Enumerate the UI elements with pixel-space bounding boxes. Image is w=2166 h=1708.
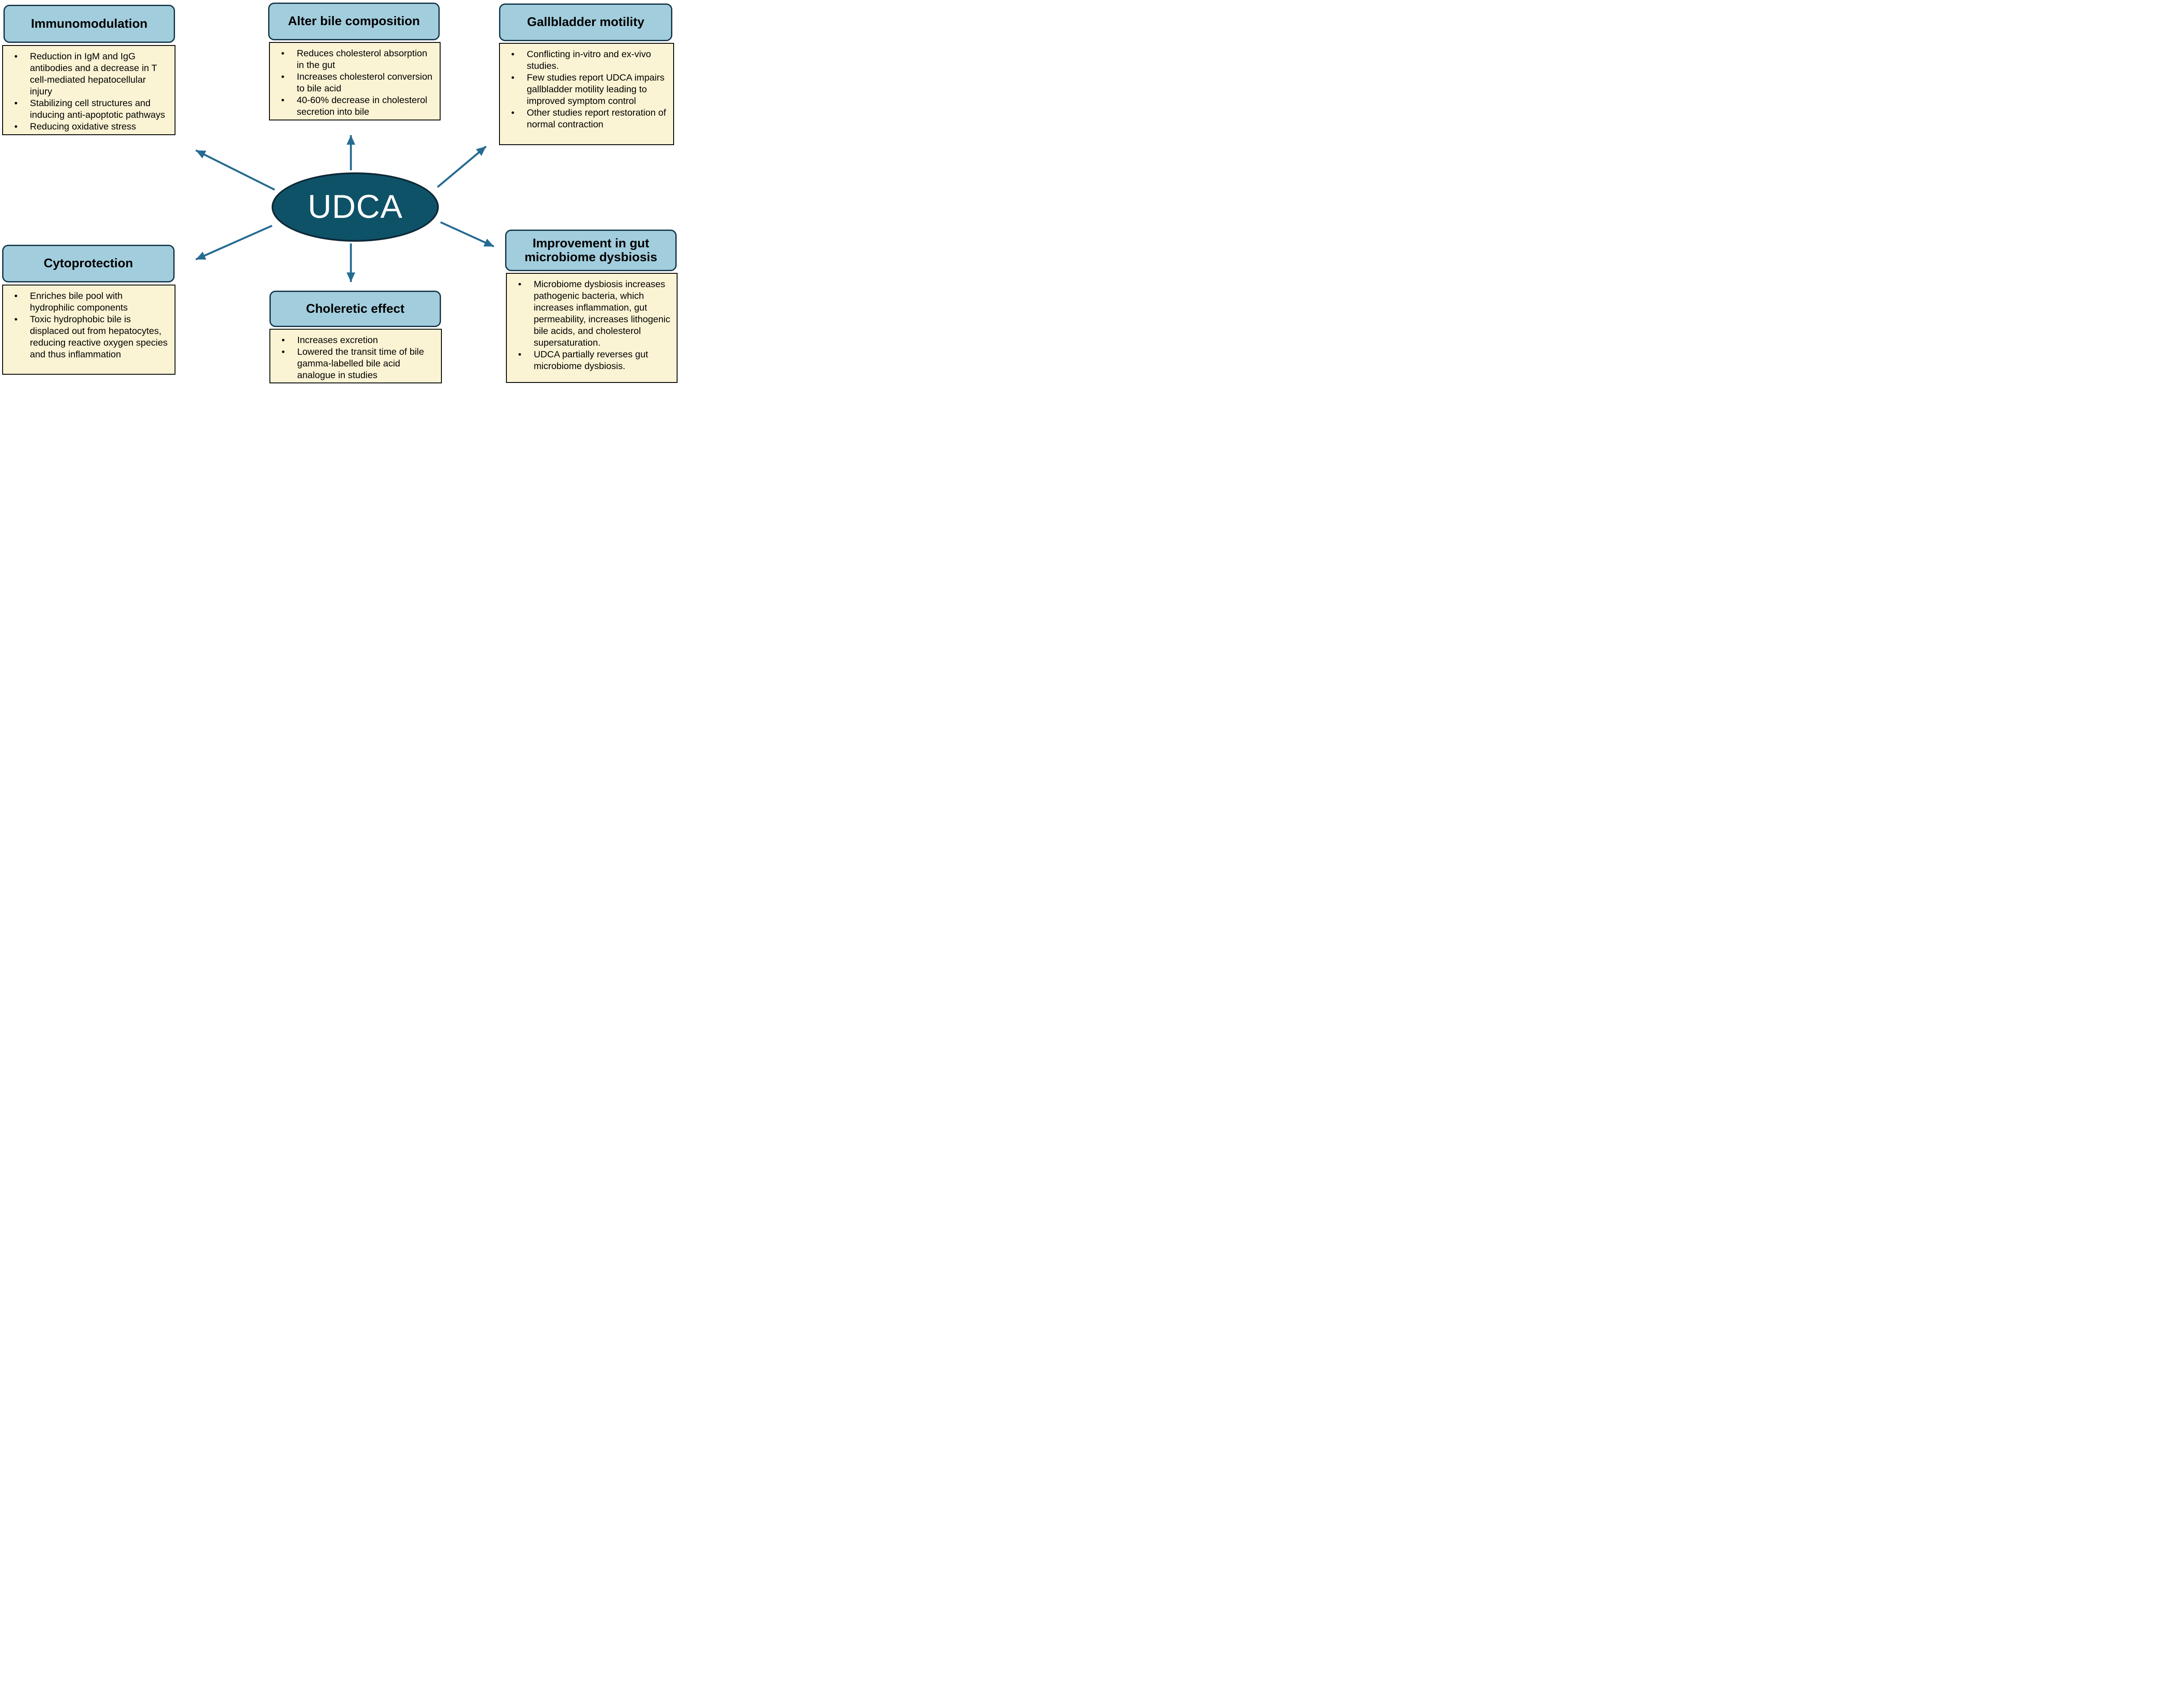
node-body-choleretic-effect: • Increases excretion • Lowered the tran… [269,329,442,383]
arrow-to-gut-microbiome-dysbiosis [440,221,494,248]
node-body-gallbladder-motility: • Conflicting in-vitro and ex-vivo studi… [499,43,674,145]
list-item: • Toxic hydrophobic bile is displaced ou… [8,314,169,360]
list-item-text: Enriches bile pool with hydrophilic comp… [30,291,128,313]
list-item-text: Reduction in IgM and IgG antibodies and … [30,51,157,97]
node-title: Choleretic effect [306,301,405,316]
list-item-text: Few studies report UDCA impairs gallblad… [527,72,665,106]
list-item: • Enriches bile pool with hydrophilic co… [8,290,169,314]
udca-label: UDCA [308,188,403,225]
node-body-immunomodulation: • Reduction in IgM and IgG antibodies an… [2,45,175,135]
udca-center-node: UDCA [272,172,439,242]
arrow-to-gallbladder-motility [437,146,487,188]
node-body-cytoprotection: • Enriches bile pool with hydrophilic co… [2,285,175,375]
bullet-marker: • [281,71,285,82]
list-item: • Increases excretion [276,334,436,346]
list-item-text: Reduces cholesterol absorption in the gu… [297,48,428,70]
list-item: • Other studies report restoration of no… [505,107,668,130]
bullet-marker: • [14,291,18,301]
node-title: Improvement in gut microbiome dysbiosis [524,236,658,264]
list-item-text: Other studies report restoration of norm… [527,107,666,130]
list-item-text: Toxic hydrophobic bile is displaced out … [30,314,168,360]
bullet-marker: • [14,98,18,108]
list-item: • UDCA partially reverses gut microbiome… [512,349,671,372]
list-item-text: UDCA partially reverses gut microbiome d… [534,349,649,371]
node-title: Cytoprotection [43,256,133,271]
arrow-to-cytoprotection [195,224,272,261]
node-header-gut-microbiome-dysbiosis: Improvement in gut microbiome dysbiosis [505,230,677,271]
list-item: • Lowered the transit time of bile gamma… [276,346,436,381]
arrow-to-immunomodulation [195,149,276,191]
bullet-marker: • [511,49,515,59]
list-item: • 40-60% decrease in cholesterol secreti… [275,94,434,118]
bullet-marker: • [518,349,522,360]
node-header-immunomodulation: Immunomodulation [3,5,175,43]
node-header-alter-bile-composition: Alter bile composition [268,3,440,40]
list-item-text: Stabilizing cell structures and inducing… [30,98,165,120]
node-header-choleretic-effect: Choleretic effect [269,291,441,327]
list-item: • Reduces cholesterol absorption in the … [275,48,434,71]
list-item-text: Increases excretion [297,335,378,345]
bullet-marker: • [282,335,285,345]
list-item: • Microbiome dysbiosis increases pathoge… [512,279,671,349]
bullet-marker: • [281,95,285,105]
node-body-alter-bile-composition: • Reduces cholesterol absorption in the … [269,42,441,120]
list-item: • Few studies report UDCA impairs gallbl… [505,72,668,107]
list-item-text: Microbiome dysbiosis increases pathogeni… [534,279,671,348]
list-item-text: 40-60% decrease in cholesterol secretion… [297,95,428,117]
list-item: • Increases cholesterol conversion to bi… [275,71,434,94]
bullet-marker: • [281,48,285,58]
bullet-marker: • [282,347,285,357]
list-item-text: Increases cholesterol conversion to bile… [297,71,433,94]
bullet-marker: • [518,279,522,289]
node-body-gut-microbiome-dysbiosis: • Microbiome dysbiosis increases pathoge… [506,273,678,383]
list-item: • Reduction in IgM and IgG antibodies an… [8,51,169,97]
bullet-marker: • [511,72,515,83]
list-item: • Conflicting in-vitro and ex-vivo studi… [505,49,668,72]
bullet-marker: • [511,107,515,118]
bullet-marker: • [14,314,18,324]
bullet-marker: • [14,51,18,62]
diagram: UDCA Immunomodulation • Reduction in IgM… [0,0,678,384]
list-item: • Stabilizing cell structures and induci… [8,97,169,121]
list-item: • Reducing oxidative stress [8,121,169,133]
list-item-text: Conflicting in-vitro and ex-vivo studies… [527,49,651,71]
list-item-text: Lowered the transit time of bile gamma-l… [297,347,424,380]
node-title: Immunomodulation [31,16,148,31]
node-header-gallbladder-motility: Gallbladder motility [499,3,672,41]
list-item-text: Reducing oxidative stress [30,121,136,132]
bullet-marker: • [14,121,18,132]
node-header-cytoprotection: Cytoprotection [2,245,175,282]
node-title: Alter bile composition [288,14,420,29]
node-title: Gallbladder motility [527,15,645,29]
